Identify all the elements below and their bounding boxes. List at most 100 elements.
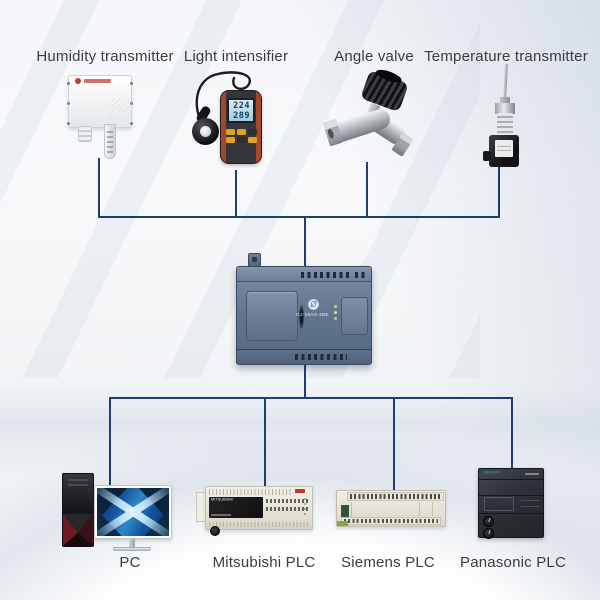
terminal-block-bottom xyxy=(341,517,441,525)
terminal-block-top xyxy=(347,492,444,501)
connector-humidity-drop xyxy=(98,158,100,218)
screw-icon xyxy=(67,82,70,85)
terminal-dots xyxy=(295,354,347,360)
label-temperature-transmitter: Temperature transmitter xyxy=(424,48,588,65)
hex-nut xyxy=(495,103,515,114)
terminal-dots xyxy=(350,494,441,499)
round-connector xyxy=(210,526,220,536)
label-text-lines xyxy=(497,143,511,154)
plc-logo-icon: Ø xyxy=(308,299,319,310)
module-seam xyxy=(432,502,434,516)
sensor-cable-icon xyxy=(195,71,252,131)
model-text-bar xyxy=(525,473,539,475)
plc-model-text: GJ-16AX-4BE xyxy=(296,313,329,318)
meter-button xyxy=(248,137,257,143)
meter-button xyxy=(226,137,235,143)
lcd-reading-bottom: 289 xyxy=(233,110,250,121)
connector-siemens-drop xyxy=(393,397,395,492)
lcd-screen: 224 289 xyxy=(227,98,255,123)
status-led xyxy=(334,305,337,308)
connector-bottom-feed xyxy=(304,358,306,399)
panel-groove xyxy=(479,513,543,514)
connector-angle-valve-drop xyxy=(366,162,368,218)
status-led xyxy=(304,503,306,505)
probe-slots xyxy=(107,131,113,153)
mitsubishi-body: MITSUBISHI xyxy=(205,486,313,530)
label-panasonic-plc: Panasonic PLC xyxy=(460,554,566,571)
status-led xyxy=(334,311,337,314)
monitor-stand-base xyxy=(113,547,151,551)
label-light-intensifier: Light intensifier xyxy=(183,48,289,65)
tower-vent xyxy=(68,479,88,481)
status-led xyxy=(304,508,306,510)
panel-groove xyxy=(479,495,543,496)
lux-meter-body: 224 289 xyxy=(220,90,262,164)
right-port-cover xyxy=(341,297,368,335)
panel-groove xyxy=(479,479,543,480)
brand-text-bar xyxy=(84,79,111,83)
terminal-strip-top xyxy=(237,267,371,282)
button-pad xyxy=(226,129,258,145)
terminal-strip-top xyxy=(209,489,293,495)
status-led xyxy=(304,498,306,500)
monitor-stand-neck xyxy=(129,539,135,548)
transmitter-barrel xyxy=(497,113,513,137)
connector-bottom-bus xyxy=(109,397,513,399)
dial-tick xyxy=(488,517,491,523)
connector-top-feed xyxy=(304,216,306,268)
monitor-screen xyxy=(97,488,169,536)
connector-mitsubishi-drop xyxy=(264,397,266,486)
mounting-tab xyxy=(248,253,261,267)
module-seam xyxy=(419,502,421,516)
humidity-sensor-cap xyxy=(78,126,92,142)
meter-button xyxy=(248,129,257,135)
connector-pc-drop xyxy=(109,397,111,485)
angle-valve-image xyxy=(322,67,418,170)
connector-light-drop xyxy=(235,170,237,218)
pc-tower xyxy=(62,473,94,547)
siemens-body xyxy=(336,490,446,527)
label-humidity-transmitter: Humidity transmitter xyxy=(36,48,174,65)
io-indicator-row xyxy=(266,507,310,511)
status-led xyxy=(304,513,306,515)
tower-front-art xyxy=(63,514,93,546)
cover-slit xyxy=(299,305,304,329)
terminal-dots xyxy=(301,272,349,278)
light-sensor-dome xyxy=(192,118,219,145)
dial-tick xyxy=(488,529,491,535)
meter-button xyxy=(237,129,246,135)
panel-line xyxy=(521,500,539,501)
front-panel: MITSUBISHI xyxy=(209,497,263,518)
head-label xyxy=(495,140,513,157)
screw-icon xyxy=(67,122,70,125)
label-pc: PC xyxy=(119,554,141,571)
screw-icon xyxy=(130,122,133,125)
probe-collar xyxy=(500,97,510,104)
io-indicator-row xyxy=(266,499,310,503)
connector-top-bus xyxy=(98,216,500,218)
status-led xyxy=(334,317,337,320)
left-flip-cover xyxy=(246,291,298,341)
light-intensifier-image: 224 289 xyxy=(190,66,270,172)
brand-red-mark xyxy=(295,489,305,493)
lcd-reading-top: 224 xyxy=(233,100,250,111)
cable-gland xyxy=(483,151,491,161)
temperature-probe-needle xyxy=(503,63,508,100)
terminal-dots xyxy=(355,272,367,278)
humidity-probe xyxy=(104,124,116,159)
model-text-bar xyxy=(211,514,231,516)
connector-temperature-drop xyxy=(498,165,500,218)
label-siemens-plc: Siemens PLC xyxy=(341,554,435,571)
connector-panasonic-drop xyxy=(511,397,513,468)
screw-icon xyxy=(67,102,70,105)
green-tag xyxy=(337,521,348,526)
mitsubishi-plc-image: MITSUBISHI xyxy=(196,484,322,538)
mitsubishi-brand-text: MITSUBISHI xyxy=(211,498,234,502)
label-angle-valve: Angle valve xyxy=(334,48,414,65)
tower-vent xyxy=(68,484,88,486)
transmitter-head xyxy=(483,135,519,167)
terminal-strip-bottom xyxy=(237,349,371,364)
enclosure-grooves xyxy=(110,98,132,120)
temperature-transmitter-image xyxy=(478,63,526,168)
